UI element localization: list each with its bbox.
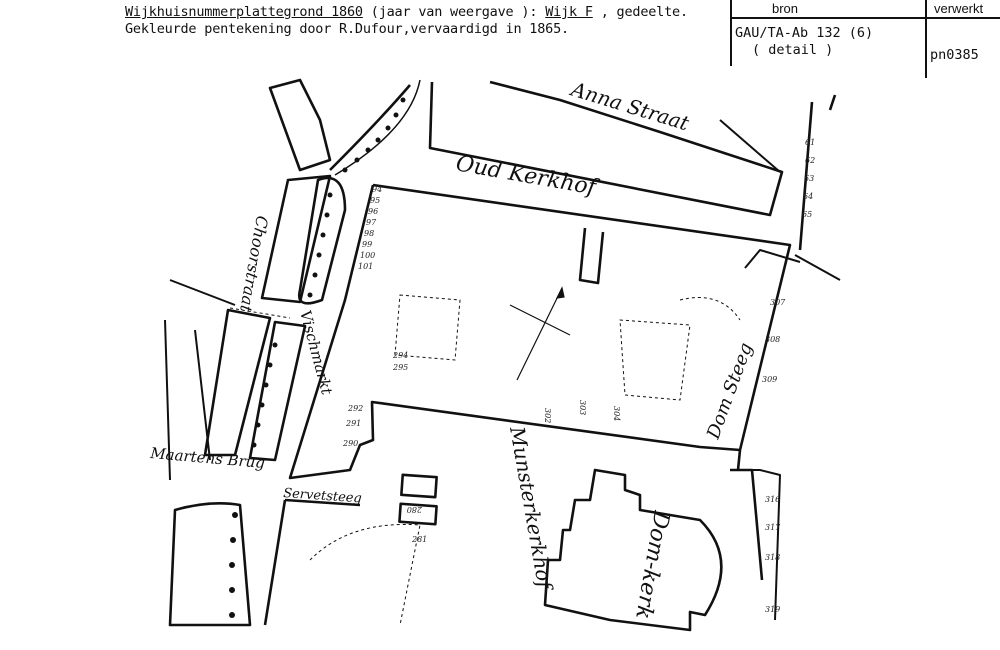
house-number: 309	[762, 375, 777, 384]
house-number: 291	[345, 419, 361, 428]
house-number: 98	[364, 229, 374, 238]
house-number: 97	[366, 218, 377, 227]
house-number: 294	[392, 351, 408, 360]
label-oud-kerkhof: Oud Kerkhof	[454, 151, 602, 201]
house-number: 304	[612, 406, 621, 421]
house-number: 61	[805, 138, 815, 147]
building-280	[400, 473, 438, 499]
table-divider	[730, 17, 1000, 19]
dotted-lines	[229, 294, 741, 626]
label-servetsteeg: Servetsteeg	[283, 486, 363, 506]
house-number: 316	[765, 495, 780, 504]
street-edge	[263, 498, 361, 626]
title-rest: , gedeelte.	[592, 4, 688, 20]
street-edge	[798, 94, 837, 251]
verwerkt-header: verwerkt	[934, 1, 984, 16]
street-edge	[744, 249, 801, 269]
house-number: 317	[765, 523, 781, 532]
house-number: 64	[803, 192, 813, 201]
house-number: 302	[543, 408, 552, 423]
house-number: 319	[765, 605, 780, 614]
building	[578, 227, 605, 285]
table-divider	[730, 0, 732, 66]
house-number: 96	[368, 207, 378, 216]
title-paren: (jaar van weergave ):	[362, 4, 546, 20]
canal-strip	[203, 308, 272, 457]
domkerk-outline	[543, 468, 723, 632]
map-title: Wijkhuisnummerplattegrond 1860 (jaar van…	[125, 4, 688, 20]
house-number: 281	[411, 535, 427, 544]
bron-value: GAU/TA-Ab 132 (6)	[735, 25, 874, 41]
building-281	[398, 502, 438, 526]
street-edge	[750, 469, 781, 621]
street-labels: Anna Straat Oud Kerkhof Dom Steeg Maarte…	[149, 76, 757, 621]
house-number: 318	[765, 553, 780, 562]
canal-dots	[229, 97, 406, 618]
street-edge	[719, 119, 841, 281]
street-edge	[164, 279, 236, 481]
canal-strip	[260, 174, 332, 304]
north-arrow	[509, 286, 571, 381]
block-anna-straat	[428, 80, 784, 217]
house-number: 94	[372, 185, 382, 194]
label-vischmarkt: Vischmarkt	[296, 308, 336, 397]
house-number: 99	[362, 240, 372, 249]
table-divider	[925, 0, 927, 78]
canal-strip	[248, 320, 307, 462]
title-wijk: Wijk F	[545, 4, 593, 20]
street-edge	[329, 84, 411, 171]
street-edge	[334, 79, 421, 176]
verwerkt-value: pn0385	[930, 47, 979, 63]
label-dom-steeg: Dom Steeg	[703, 340, 757, 443]
house-number: 100	[360, 251, 375, 260]
building	[268, 78, 332, 172]
house-number: 101	[358, 262, 373, 271]
house-numbers: 61 62 63 64 65 94 95 96 97 98 99 100 101…	[342, 138, 815, 614]
house-number: 62	[805, 156, 815, 165]
house-number: 307	[770, 298, 786, 307]
house-number: 308	[765, 335, 780, 344]
canal-strip	[297, 176, 347, 305]
house-number: 65	[802, 210, 812, 219]
label-anna-straat: Anna Straat	[567, 76, 693, 135]
bron-header: bron	[772, 1, 799, 16]
house-number: 280	[407, 505, 423, 514]
house-number: 290	[342, 439, 358, 448]
block-oud-kerkhof	[288, 183, 792, 480]
title-main: Wijkhuisnummerplattegrond 1860	[125, 4, 363, 20]
bron-detail: ( detail )	[752, 42, 834, 58]
map-subtitle: Gekleurde pentekening door R.Dufour,verv…	[125, 21, 569, 37]
house-number: 63	[804, 174, 814, 183]
house-number: 295	[392, 363, 408, 372]
canal-strip	[168, 502, 252, 627]
house-number: 292	[347, 404, 363, 413]
house-number: 95	[370, 196, 380, 205]
label-maartens-brug: Maartens Brug	[149, 444, 266, 472]
house-number: 303	[578, 400, 587, 415]
label-domkerk: Dom-kerk	[630, 508, 674, 621]
label-munsterkerkhof: Munsterkerkhof	[505, 424, 558, 594]
street-outlines	[164, 78, 841, 632]
